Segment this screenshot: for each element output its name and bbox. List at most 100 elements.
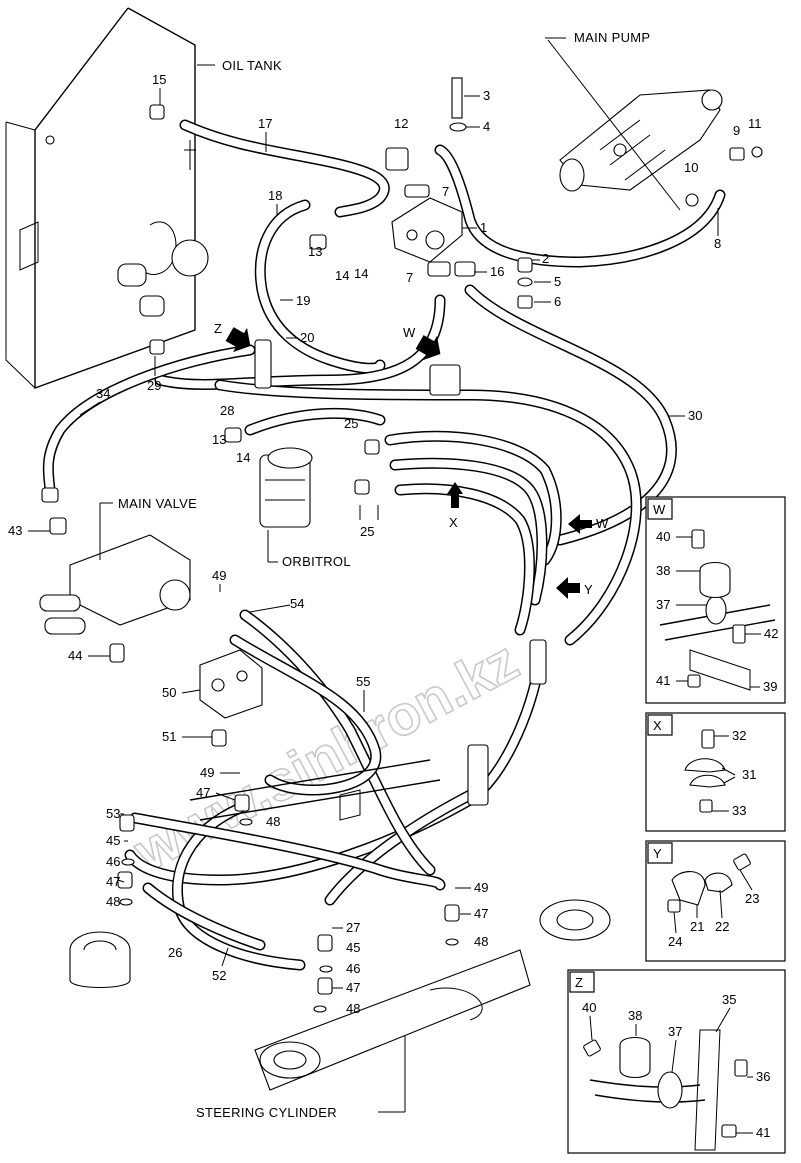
- callout: 22: [715, 919, 729, 934]
- callout: 37: [656, 597, 670, 612]
- callout: 46: [106, 854, 120, 869]
- callout: 28: [220, 403, 234, 418]
- callout: 34: [96, 386, 110, 401]
- callout: 14: [335, 268, 349, 283]
- detail-view-z: Z 40 38 37 35 36 41: [567, 969, 786, 1154]
- steering-cylinder-label: STEERING CYLINDER: [196, 1105, 337, 1120]
- hoses: [42, 119, 726, 971]
- callout: 44: [68, 648, 82, 663]
- callout: 19: [296, 293, 310, 308]
- callout: 31: [742, 767, 756, 782]
- callout: 47: [106, 874, 120, 889]
- callout: 38: [656, 563, 670, 578]
- main-pump: [559, 89, 723, 192]
- main-valve-label: MAIN VALVE: [118, 496, 197, 511]
- callout: 7: [406, 270, 413, 285]
- callout: 3: [483, 88, 490, 103]
- oil-tank: [5, 7, 209, 389]
- callout: 48: [266, 814, 280, 829]
- callout: 51: [162, 729, 176, 744]
- detail-w-title: W: [653, 502, 666, 517]
- callout: 30: [688, 408, 702, 423]
- detail-view-x: X 32 31 33: [645, 712, 786, 832]
- callout: 35: [722, 992, 736, 1007]
- main-pump-label: MAIN PUMP: [574, 30, 650, 45]
- callout: 32: [732, 728, 746, 743]
- callout: 33: [732, 803, 746, 818]
- callout: 47: [196, 785, 210, 800]
- callout: 6: [554, 294, 561, 309]
- callout: 26: [168, 945, 182, 960]
- callout: 7: [442, 184, 449, 199]
- arrow-y-label: Y: [584, 582, 593, 597]
- callout: 9: [733, 123, 740, 138]
- detail-view-y: Y 23 22 21 24: [645, 840, 786, 962]
- callout: 5: [554, 274, 561, 289]
- callout: 47: [474, 906, 488, 921]
- arrow-w-label: W: [403, 325, 416, 340]
- callout: 49: [474, 880, 488, 895]
- callout: 20: [300, 330, 314, 345]
- callout: 48: [474, 934, 488, 949]
- callout: 47: [346, 980, 360, 995]
- detail-x-title: X: [653, 718, 662, 733]
- callout: 27: [346, 920, 360, 935]
- callout: 15: [152, 72, 166, 87]
- callout: 11: [748, 116, 762, 131]
- arrow-x-label: X: [449, 515, 458, 530]
- callout: 42: [764, 626, 778, 641]
- callout: 41: [656, 673, 670, 688]
- oil-tank-label: OIL TANK: [222, 58, 282, 73]
- callout: 8: [714, 236, 721, 251]
- callout: 18: [268, 188, 282, 203]
- callouts-main: 1 2 3 4 5 6 7 7 8 9 10 11 12 13 13 14 14…: [8, 72, 763, 1016]
- callout: 4: [483, 119, 490, 134]
- callout: 41: [756, 1125, 770, 1140]
- callout: 25: [344, 416, 358, 431]
- watermark: www.sinhron.kz: [123, 628, 528, 883]
- callout: 36: [756, 1069, 770, 1084]
- callout: 52: [212, 968, 226, 983]
- callout: 39: [763, 679, 777, 694]
- callout: 48: [346, 1001, 360, 1016]
- callout: 24: [668, 934, 682, 949]
- callout: 17: [258, 116, 272, 131]
- callout: 14: [236, 450, 250, 465]
- detail-z-title: Z: [575, 975, 583, 990]
- callout: 53: [106, 806, 120, 821]
- callout: 45: [346, 940, 360, 955]
- arrow-z-label: Z: [214, 321, 222, 336]
- callout: 16: [490, 264, 504, 279]
- fittings: [39, 77, 547, 995]
- callout: 49: [200, 765, 214, 780]
- callout: 29: [147, 378, 161, 393]
- callout: 50: [162, 685, 176, 700]
- arrow-w2-label: W: [596, 516, 609, 531]
- callout: 40: [582, 1000, 596, 1015]
- callout: 14: [354, 266, 368, 281]
- callout: 25: [360, 524, 374, 539]
- callout: 37: [668, 1024, 682, 1039]
- detail-y-title: Y: [653, 846, 662, 861]
- callout: 38: [628, 1008, 642, 1023]
- steering-cylinder: [69, 899, 611, 1091]
- detail-view-w: W 40 38 37 42 41 39: [645, 496, 786, 704]
- view-arrows: Z W X W Y: [214, 321, 609, 599]
- callout: 13: [308, 244, 322, 259]
- callout: 43: [8, 523, 22, 538]
- callout: 12: [394, 116, 408, 131]
- callout: 1: [480, 220, 487, 235]
- orbitrol-label: ORBITROL: [282, 554, 351, 569]
- callout: 55: [356, 674, 370, 689]
- callout: 23: [745, 891, 759, 906]
- callout: 2: [542, 251, 549, 266]
- callout: 46: [346, 961, 360, 976]
- callout: 49: [212, 568, 226, 583]
- callout: 40: [656, 529, 670, 544]
- callout: 10: [684, 160, 698, 175]
- callout: 54: [290, 596, 304, 611]
- callout: 45: [106, 833, 120, 848]
- callout: 21: [690, 919, 704, 934]
- callout: 48: [106, 894, 120, 909]
